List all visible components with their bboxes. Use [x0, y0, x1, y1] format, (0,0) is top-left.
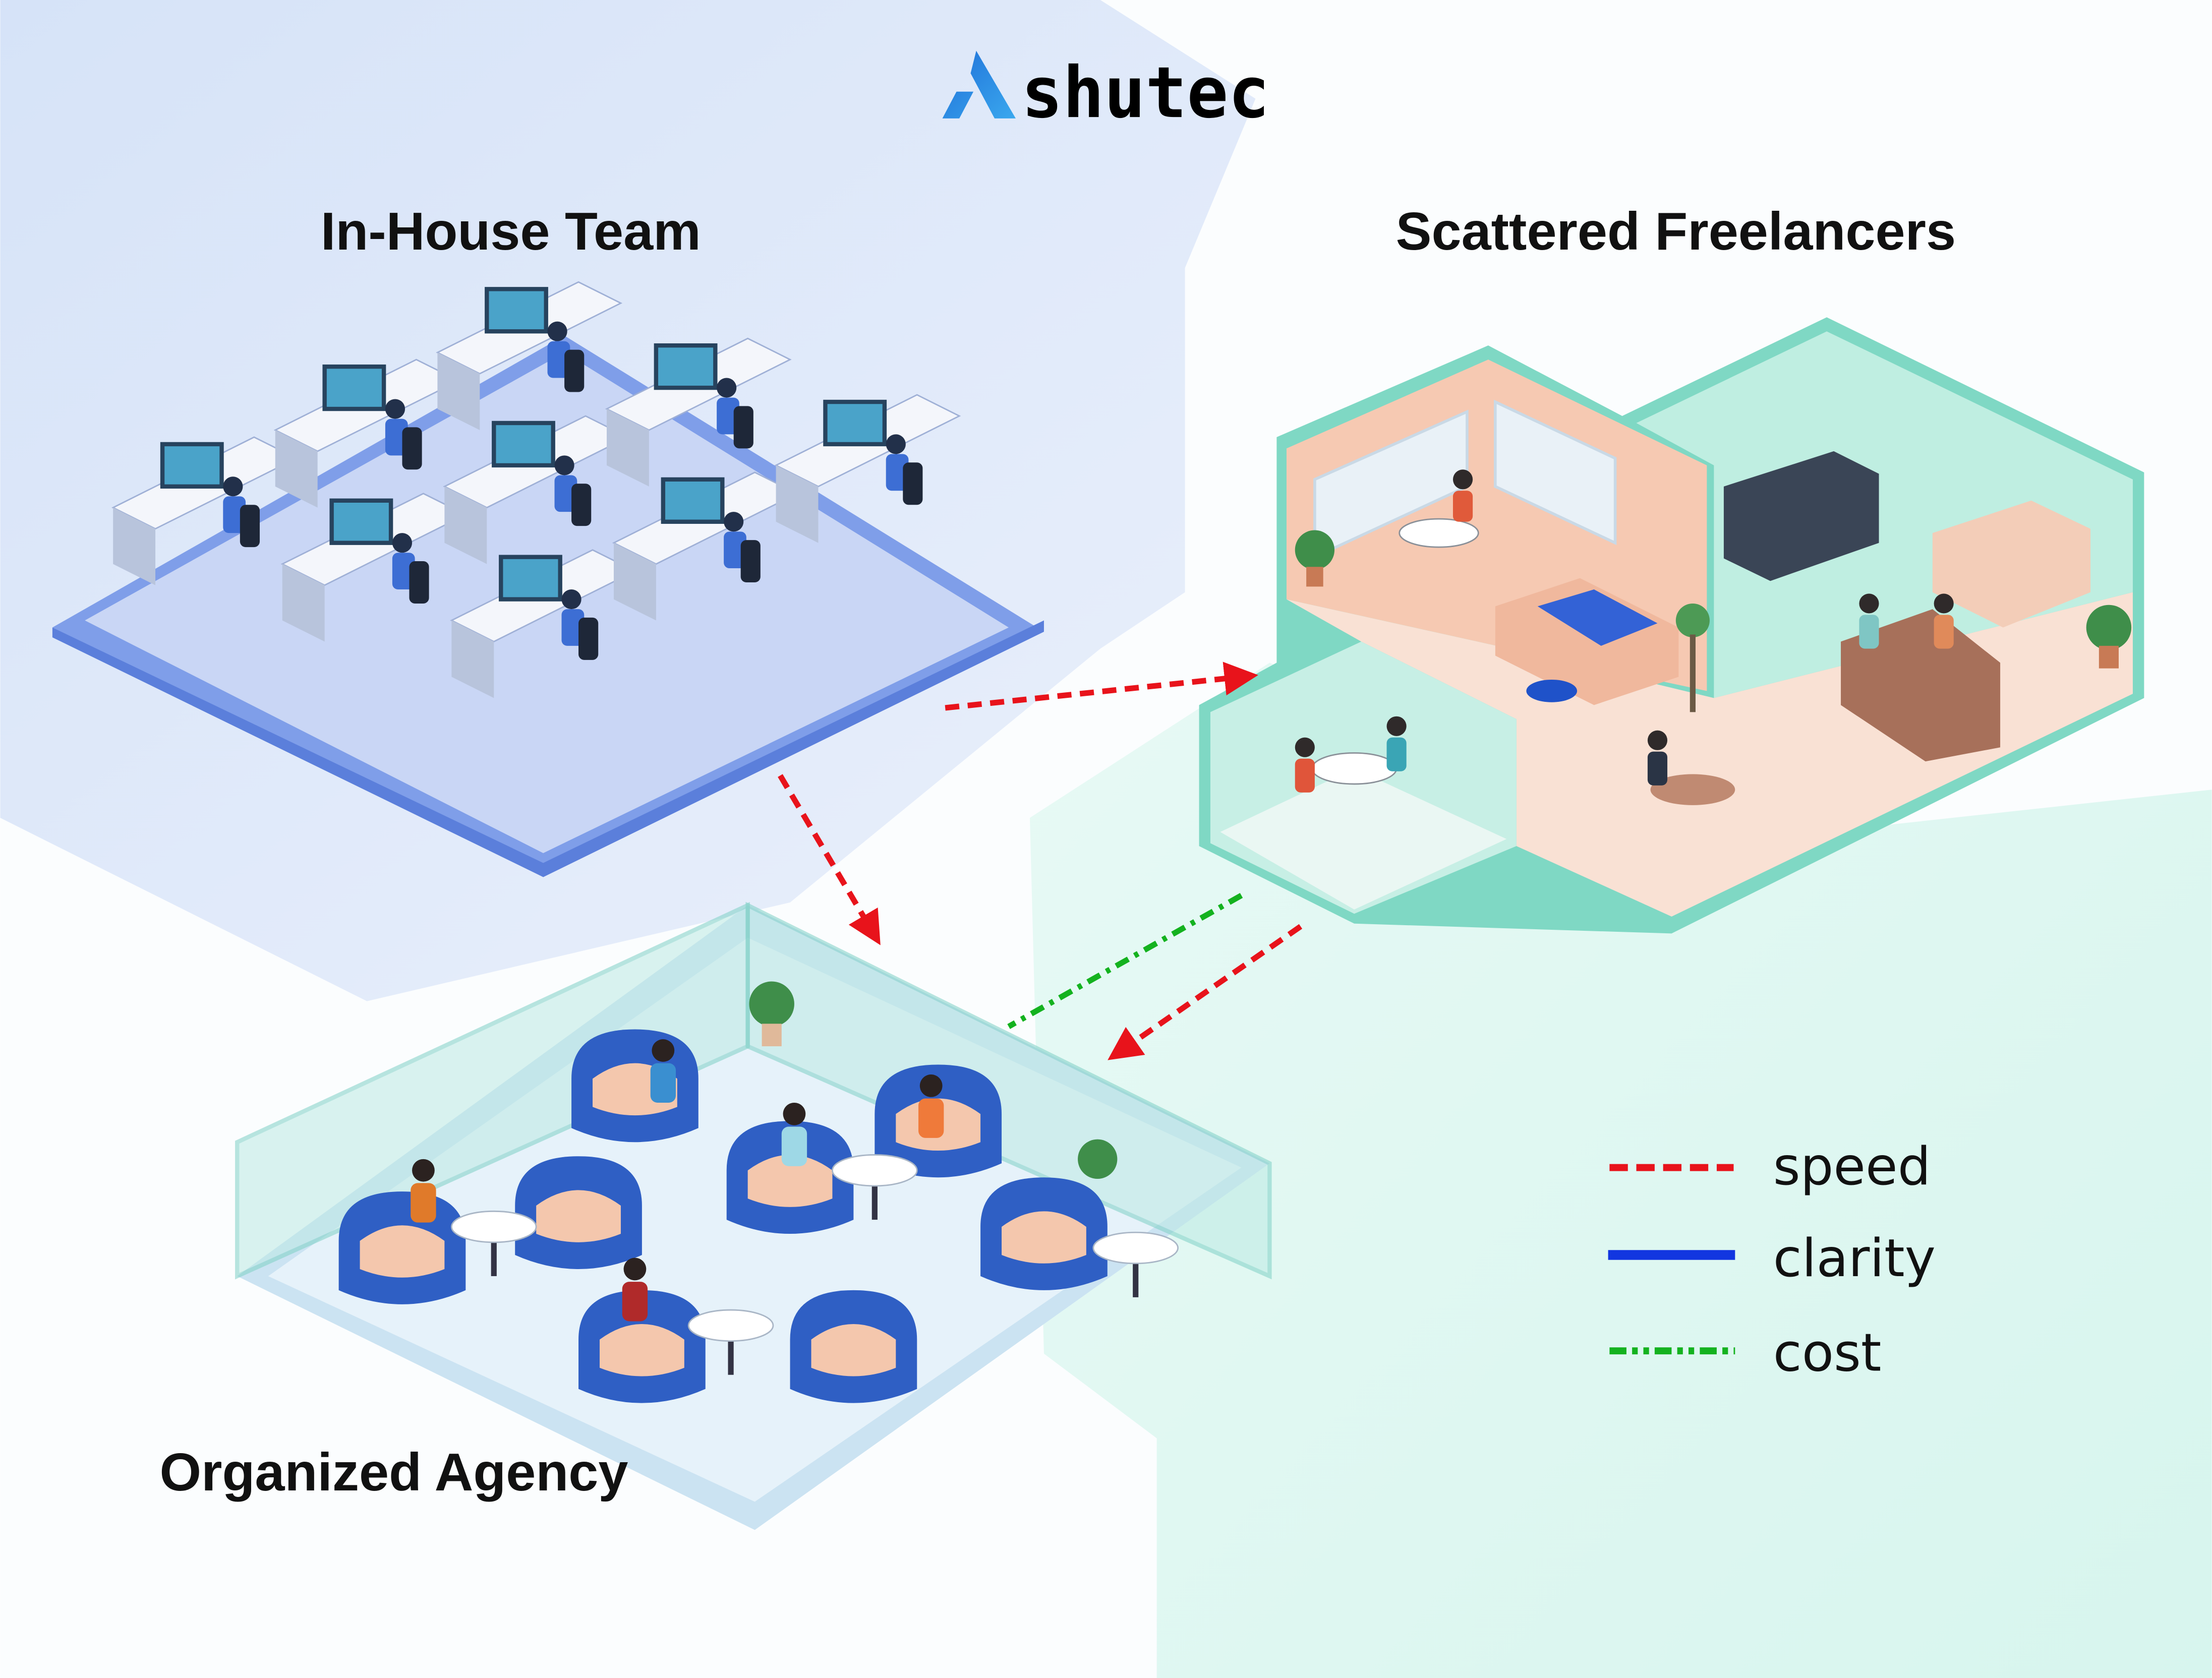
monitor-icon	[160, 442, 224, 489]
lounge-chair	[515, 1156, 642, 1269]
in-house-office-illustration	[52, 281, 1044, 877]
lounge-chair	[338, 1191, 466, 1304]
monitor-icon	[492, 421, 555, 468]
office-chair-icon	[578, 617, 599, 660]
lounge-chair	[980, 1177, 1108, 1290]
office-chair-icon	[240, 505, 260, 548]
office-chair-icon	[571, 484, 592, 526]
workstation	[280, 493, 468, 642]
round-table	[1092, 1231, 1179, 1297]
lounge-chair	[790, 1290, 917, 1403]
ashutec-logo: shutec	[942, 50, 1269, 134]
person	[650, 1039, 676, 1103]
round-table	[832, 1154, 918, 1220]
legend-item-cost: cost	[1609, 1323, 1881, 1383]
monitor-icon	[485, 287, 548, 334]
monitor-icon	[329, 498, 393, 545]
office-chair-icon	[402, 427, 422, 470]
monitor-icon	[654, 343, 718, 390]
office-chair-icon	[409, 561, 429, 604]
speed-arrow-freelancers-to-agency	[1108, 924, 1303, 1060]
legend: speed clarity cost	[1608, 1136, 1936, 1383]
cost-arrow-freelancers-to-agency	[1007, 892, 1243, 1029]
workstation	[612, 471, 799, 621]
scattered-freelancers-title: Scattered Freelancers	[1396, 201, 1956, 261]
person	[622, 1257, 648, 1322]
lounge-chair	[578, 1290, 706, 1403]
logo-a-mark-icon	[942, 50, 1016, 118]
person	[781, 1102, 807, 1166]
office-chair-icon	[733, 406, 753, 449]
speed-arrow-inhouse-to-freelancers	[945, 662, 1258, 711]
workstation	[273, 358, 460, 508]
organized-agency-title: Organized Agency	[159, 1442, 628, 1502]
workstation	[605, 337, 792, 487]
workstation	[443, 415, 630, 564]
office-chair-icon	[564, 349, 585, 392]
legend-label-clarity: clarity	[1773, 1228, 1936, 1289]
round-table	[450, 1210, 537, 1276]
workstation	[450, 549, 637, 698]
agency-lounge-illustration	[235, 902, 1272, 1530]
monitor-icon	[823, 399, 887, 447]
person	[411, 1159, 436, 1223]
speed-arrow-inhouse-to-agency	[778, 774, 881, 945]
workstation	[436, 281, 623, 430]
freelancer-spaces-illustration	[1199, 317, 2144, 934]
office-chair-icon	[740, 540, 761, 583]
legend-item-clarity: clarity	[1608, 1228, 1936, 1289]
logo-text: shutec	[1021, 51, 1269, 134]
lounge-chair	[571, 1029, 698, 1143]
round-table	[687, 1309, 774, 1375]
legend-label-cost: cost	[1773, 1323, 1882, 1383]
legend-item-speed: speed	[1609, 1136, 1931, 1197]
workstation	[774, 394, 961, 543]
office-chair-icon	[903, 462, 923, 505]
monitor-icon	[322, 364, 386, 411]
in-house-team-title: In-House Team	[321, 201, 701, 261]
lounge-chair	[726, 1121, 854, 1234]
monitor-icon	[661, 477, 725, 524]
person	[918, 1074, 944, 1138]
monitor-icon	[499, 555, 562, 602]
legend-label-speed: speed	[1773, 1136, 1931, 1197]
